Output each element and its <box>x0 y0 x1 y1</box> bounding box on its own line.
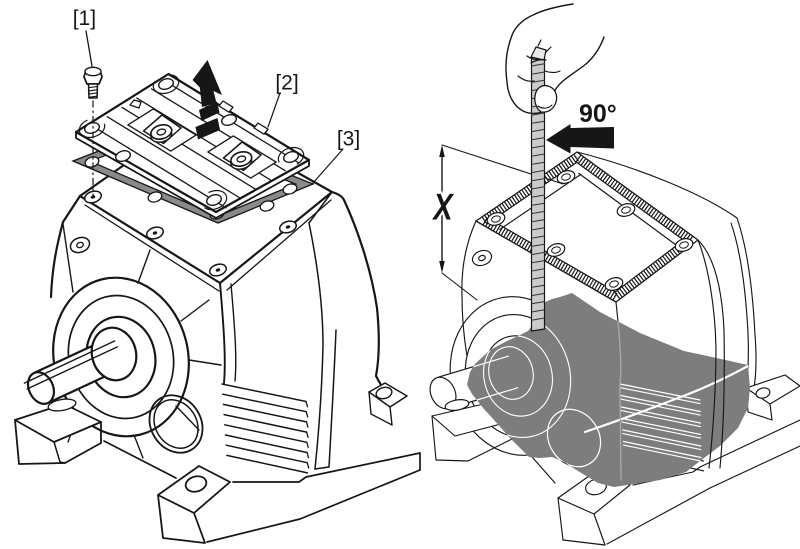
svg-text:X: X <box>432 187 455 228</box>
svg-text:[3]: [3] <box>337 128 360 151</box>
svg-text:[1]: [1] <box>73 7 96 30</box>
svg-text:90°: 90° <box>579 100 617 128</box>
svg-text:[2]: [2] <box>275 72 298 95</box>
